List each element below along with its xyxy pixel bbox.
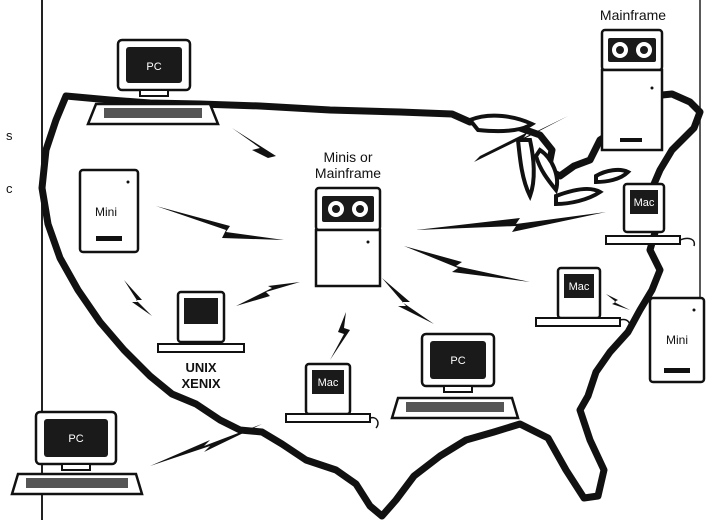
pc-bottom-left: PC [10, 410, 144, 496]
bolt-center-to-mac-mid [404, 246, 530, 282]
mainframe-top-right: Mainframe [600, 7, 666, 152]
pc-bottom-center: PC [390, 332, 520, 420]
bolt-center-to-mac-right [416, 212, 606, 232]
bolt-pc-to-center [232, 128, 300, 174]
mini-right: Mini [648, 296, 706, 384]
great-lakes [466, 113, 632, 207]
minis-or-mainframe-center: Minis or Mainframe [314, 149, 381, 288]
unix-label: UNIX [185, 360, 216, 375]
mac-label: Mac [318, 377, 339, 389]
bolt-center-to-unix [236, 282, 300, 306]
pc-label: PC [146, 61, 161, 73]
mini-left: Mini [78, 168, 140, 254]
pc-label: PC [450, 355, 465, 367]
unix-xenix-workstation: UNIX XENIX [157, 290, 245, 391]
mini-label: Mini [95, 205, 117, 219]
bolt-mac-to-mini-right [606, 294, 630, 310]
center-label-line2: Mainframe [315, 165, 381, 181]
margin-text-fragment: s [6, 128, 13, 143]
mac-label: Mac [569, 281, 590, 293]
pc-label: PC [68, 433, 83, 445]
center-label-line1: Minis or [323, 149, 372, 165]
bolt-center-to-pc-bottom [382, 278, 434, 324]
bolt-pc-left-to-map [150, 424, 262, 466]
bolt-center-to-mainframe [440, 116, 568, 176]
xenix-label: XENIX [181, 376, 220, 391]
bolt-center-to-mac-bottom [330, 312, 350, 360]
mac-bottom-center: Mac [285, 362, 379, 429]
bolt-mini-to-unix [124, 280, 152, 316]
mac-right-middle: Mac [535, 266, 631, 329]
pc-top-left: PC [86, 38, 220, 126]
mainframe-label: Mainframe [600, 7, 666, 23]
usa-map-outline [38, 90, 704, 520]
mac-right-upper: Mac [605, 182, 696, 247]
margin-text-fragment: c [6, 181, 13, 196]
mac-label: Mac [634, 197, 655, 209]
mini-label: Mini [666, 333, 688, 347]
connection-bolts [124, 116, 630, 466]
